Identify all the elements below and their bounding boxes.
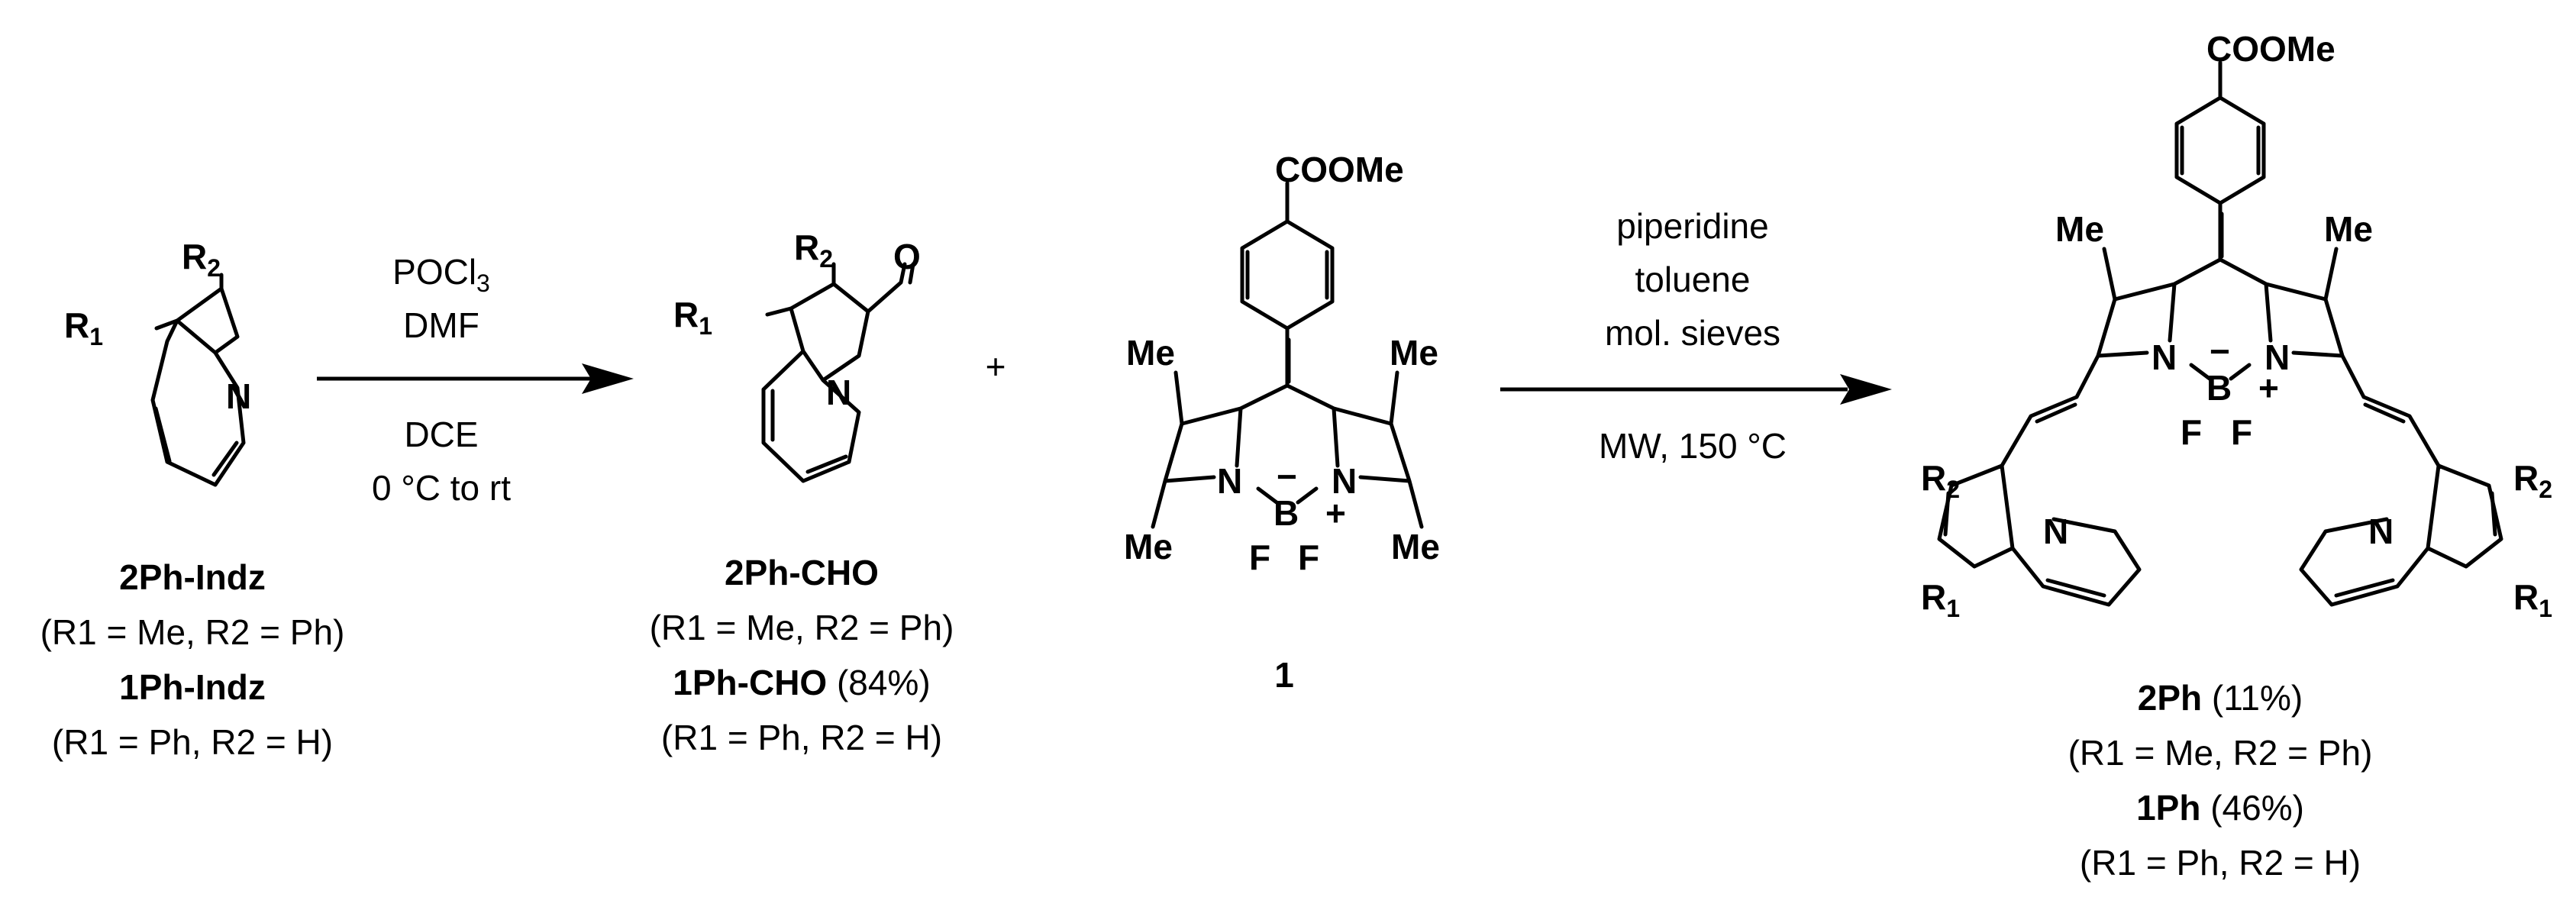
aldehyde-compound-labels: 2Ph-CHO (R1 = Me, R2 = Ph) 1Ph-CHO (84%)… bbox=[650, 553, 954, 757]
product-r1-left: R1 bbox=[1921, 577, 1960, 622]
product-coome-label: COOMe bbox=[2206, 29, 2336, 69]
solvent-toluene: toluene bbox=[1635, 260, 1751, 299]
plus-sign: + bbox=[986, 347, 1006, 386]
additive-mol-sieves: mol. sieves bbox=[1605, 313, 1780, 353]
start-variant-a: (R1 = Me, R2 = Ph) bbox=[40, 612, 345, 652]
svg-text:R1: R1 bbox=[64, 305, 103, 350]
bodipy-coome-label: COOMe bbox=[1275, 150, 1404, 189]
product-minus-charge: − bbox=[2210, 331, 2230, 371]
bodipy-me-top-left: Me bbox=[1126, 333, 1175, 373]
product-variant-a: (R1 = Me, R2 = Ph) bbox=[2068, 733, 2373, 773]
product-me-left: Me bbox=[2055, 209, 2104, 249]
product-r2-left: R2 bbox=[1921, 458, 1960, 503]
reagent-piperidine: piperidine bbox=[1616, 206, 1768, 246]
product-compound-labels: 2Ph (11%) (R1 = Me, R2 = Ph) 1Ph (46%) (… bbox=[2068, 678, 2373, 883]
temperature-1: 0 °C to rt bbox=[372, 468, 511, 508]
reaction2-arrow bbox=[1500, 374, 1892, 405]
product-n-left: N bbox=[2152, 337, 2177, 377]
product-variant-b: (R1 = Ph, R2 = H) bbox=[2080, 843, 2361, 883]
svg-text:R1: R1 bbox=[673, 295, 712, 340]
product-n-right: N bbox=[2264, 337, 2290, 377]
aldehyde-variant-a: (R1 = Me, R2 = Ph) bbox=[650, 608, 954, 647]
reaction1-arrow bbox=[317, 363, 634, 394]
product-n-indz-left: N bbox=[2043, 512, 2068, 551]
start-name-b: 1Ph-Indz bbox=[119, 667, 266, 707]
aldehyde-name-a: 2Ph-CHO bbox=[725, 553, 879, 592]
aldehyde-name-b: 1Ph-CHO (84%) bbox=[673, 663, 930, 702]
bodipy-me-bottom-left: Me bbox=[1124, 527, 1173, 566]
product-name-a: 2Ph (11%) bbox=[2138, 678, 2303, 718]
aldehyde-n-label: N bbox=[826, 373, 851, 412]
product-f-left: F bbox=[2181, 412, 2202, 452]
bodipy-f-right: F bbox=[1298, 537, 1319, 577]
start-compound-labels: 2Ph-Indz (R1 = Me, R2 = Ph) 1Ph-Indz (R1… bbox=[40, 557, 345, 762]
aldehyde-structure: R2 R1 N O bbox=[673, 228, 921, 483]
svg-text:R2: R2 bbox=[1921, 458, 1960, 503]
reagent-pocl3: POCl3 bbox=[392, 252, 490, 297]
product-plus-charge: + bbox=[2258, 368, 2279, 408]
aldehyde-r2-label: R2 bbox=[794, 228, 833, 273]
product-me-right: Me bbox=[2324, 209, 2373, 249]
svg-text:R1: R1 bbox=[2513, 577, 2552, 622]
bodipy-n-right: N bbox=[1332, 461, 1357, 501]
aldehyde-o-label: O bbox=[893, 237, 921, 276]
start-r1-label: R1 bbox=[64, 305, 103, 350]
product-name-b: 1Ph (46%) bbox=[2136, 788, 2304, 828]
bodipy-compound-name: 1 bbox=[1274, 655, 1294, 695]
solvent-dce: DCE bbox=[404, 415, 478, 454]
svg-text:R2: R2 bbox=[182, 237, 221, 282]
product-structure: COOMe Me Me N N B F F − + R2 R1 N R2 R1 … bbox=[1921, 29, 2552, 622]
svg-text:R2: R2 bbox=[794, 228, 833, 273]
start-indolizine-structure: R2 R1 N bbox=[64, 237, 251, 487]
product-r2-right: R2 bbox=[2513, 458, 2552, 503]
svg-text:R1: R1 bbox=[1921, 577, 1960, 622]
bodipy-b-label: B bbox=[1273, 493, 1299, 533]
reagent-dmf: DMF bbox=[403, 305, 479, 345]
start-n-label: N bbox=[226, 376, 251, 416]
start-r2-label: R2 bbox=[182, 237, 221, 282]
aldehyde-r1-label: R1 bbox=[673, 295, 712, 340]
product-f-right: F bbox=[2231, 412, 2252, 452]
bodipy-minus-charge: − bbox=[1277, 457, 1297, 496]
conditions-mw: MW, 150 °C bbox=[1599, 426, 1787, 466]
product-n-indz-right: N bbox=[2368, 512, 2394, 551]
bodipy-me-top-right: Me bbox=[1390, 333, 1438, 373]
svg-text:R2: R2 bbox=[2513, 458, 2552, 503]
start-variant-b: (R1 = Ph, R2 = H) bbox=[52, 722, 333, 762]
start-name-a: 2Ph-Indz bbox=[119, 557, 266, 597]
aldehyde-variant-b: (R1 = Ph, R2 = H) bbox=[661, 718, 942, 757]
bodipy-plus-charge: + bbox=[1325, 493, 1346, 533]
bodipy-f-left: F bbox=[1249, 537, 1270, 577]
reaction2-conditions: piperidine toluene mol. sieves MW, 150 °… bbox=[1599, 206, 1787, 466]
product-b-label: B bbox=[2206, 368, 2232, 408]
bodipy-structure: COOMe Me Me Me Me N N B F F − + bbox=[1124, 150, 1440, 577]
reaction1-conditions: POCl3 DMF DCE 0 °C to rt bbox=[372, 252, 511, 508]
bodipy-me-bottom-right: Me bbox=[1391, 527, 1440, 566]
bodipy-n-left: N bbox=[1217, 461, 1242, 501]
product-r1-right: R1 bbox=[2513, 577, 2552, 622]
